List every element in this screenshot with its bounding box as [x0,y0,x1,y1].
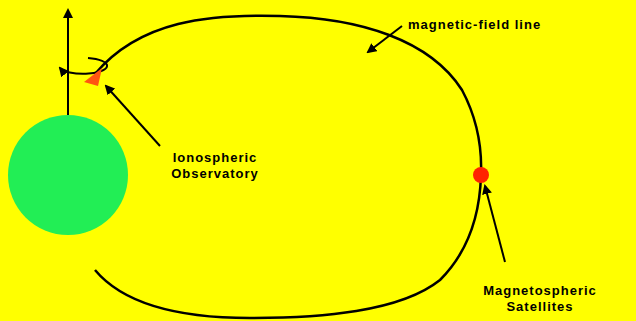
satellite-dot [473,167,489,183]
leader-line [368,26,402,52]
magnetic-field-line [95,16,481,318]
rotation-axis [67,10,69,115]
field-line-label: magnetic-field line [408,17,541,33]
callout-label: Magnetospheric Satellites [483,283,597,315]
leader-line [106,86,160,146]
earth-globe [8,115,128,235]
callout-label: Ionospheric Observatory [171,150,259,182]
leader-line [485,186,505,262]
observatory-marker [84,68,102,86]
